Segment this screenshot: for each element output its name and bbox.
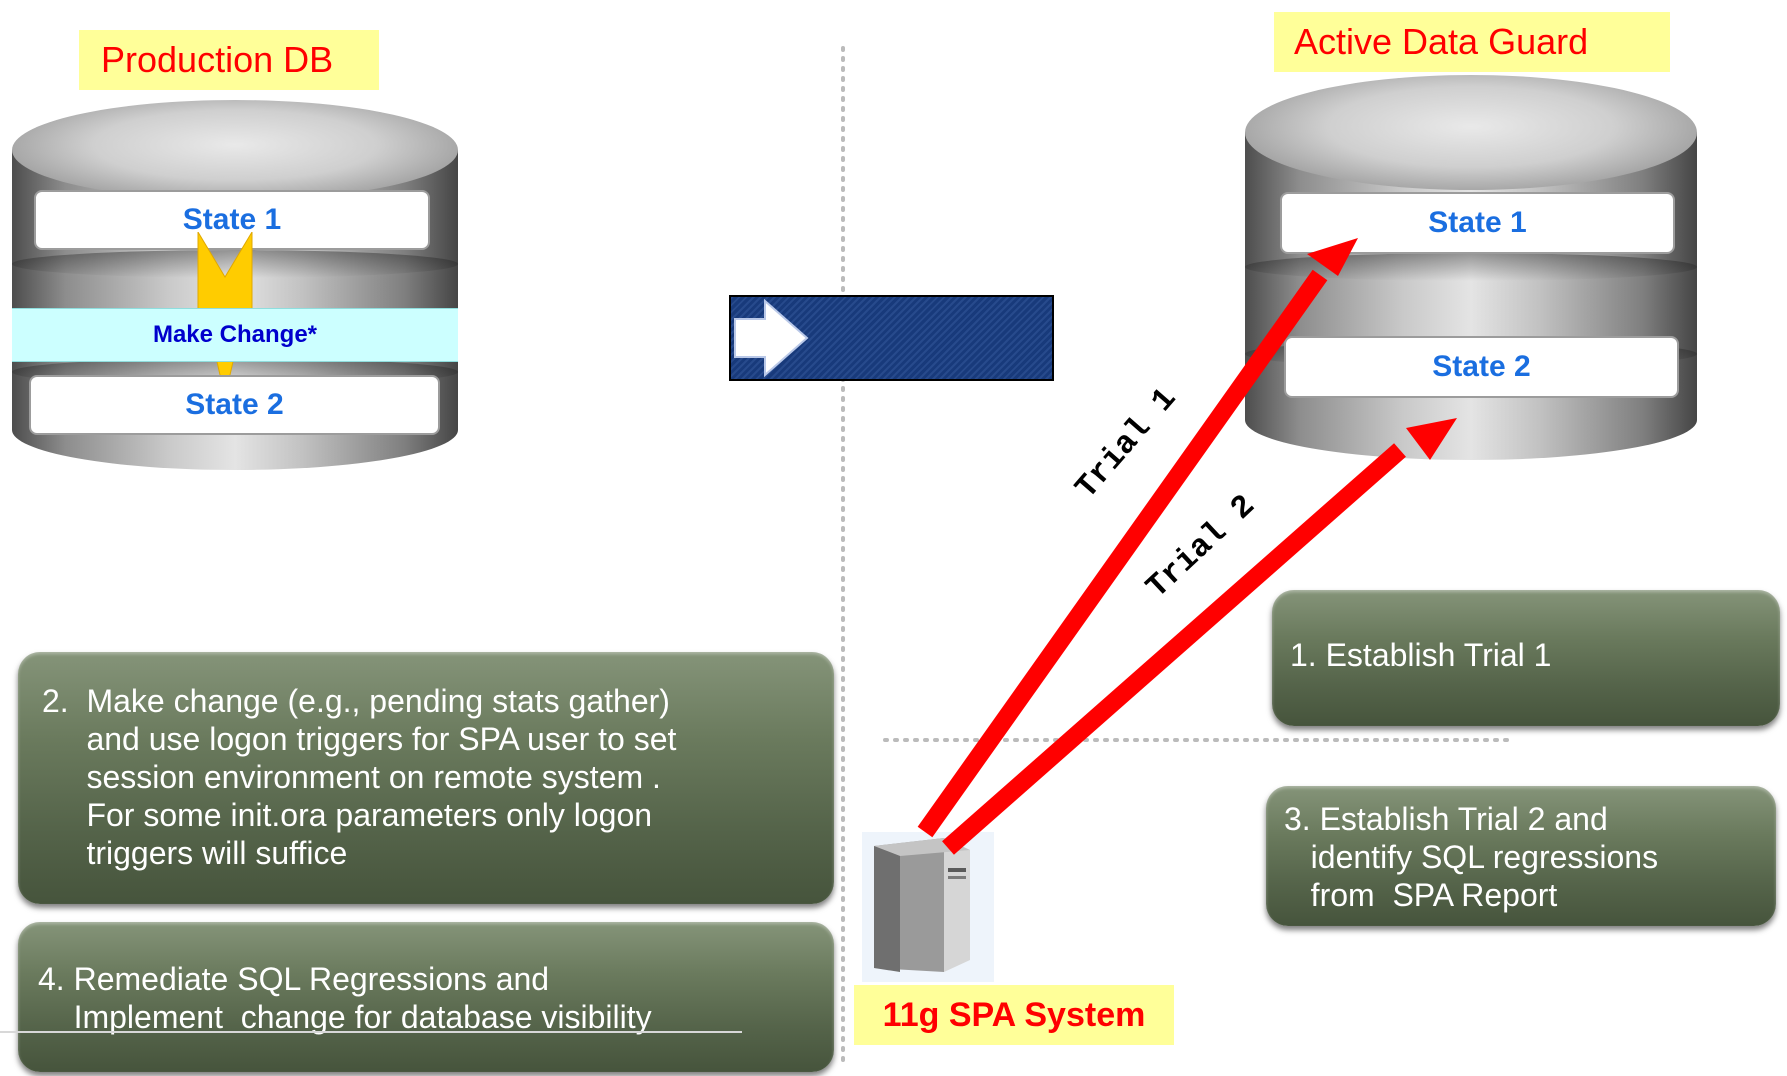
right-arrow-icon [734, 298, 809, 378]
step4-line-1: 4. Remediate SQL Regressions and [38, 961, 550, 997]
production-state1-box: State 1 [34, 190, 430, 250]
make-change-bar: Make Change* [12, 308, 458, 362]
transfer-panel [729, 295, 1054, 381]
step4-line-2: Implement change for database visibility [38, 999, 652, 1035]
step2-box: 2. Make change (e.g., pending stats gath… [18, 652, 834, 904]
server-icon [862, 832, 994, 982]
step1-box: 1. Establish Trial 1 [1272, 590, 1780, 726]
step3-line-1: 3. Establish Trial 2 and [1284, 801, 1608, 837]
step3-line-3: from SPA Report [1284, 877, 1558, 913]
adg-label: Active Data Guard [1274, 12, 1670, 72]
step2-line-5: triggers will suffice [42, 835, 348, 871]
spa-system-label: 11g SPA System [854, 985, 1174, 1045]
step3-line-2: identify SQL regressions [1284, 839, 1659, 875]
step2-line-3: session environment on remote system . [42, 759, 661, 795]
step4-box: 4. Remediate SQL Regressions and Impleme… [18, 922, 834, 1072]
step2-line-2: and use logon triggers for SPA user to s… [42, 721, 677, 757]
step2-line-1: 2. Make change (e.g., pending stats gath… [42, 683, 670, 719]
step1-text: 1. Establish Trial 1 [1290, 637, 1552, 673]
adg-state2-box: State 2 [1284, 336, 1679, 398]
step4-strike-line [0, 1031, 742, 1033]
production-state2-box: State 2 [29, 375, 440, 435]
step2-line-4: For some init.ora parameters only logon [42, 797, 653, 833]
production-db-label: Production DB [79, 30, 379, 90]
step3-box: 3. Establish Trial 2 and identify SQL re… [1266, 786, 1776, 926]
